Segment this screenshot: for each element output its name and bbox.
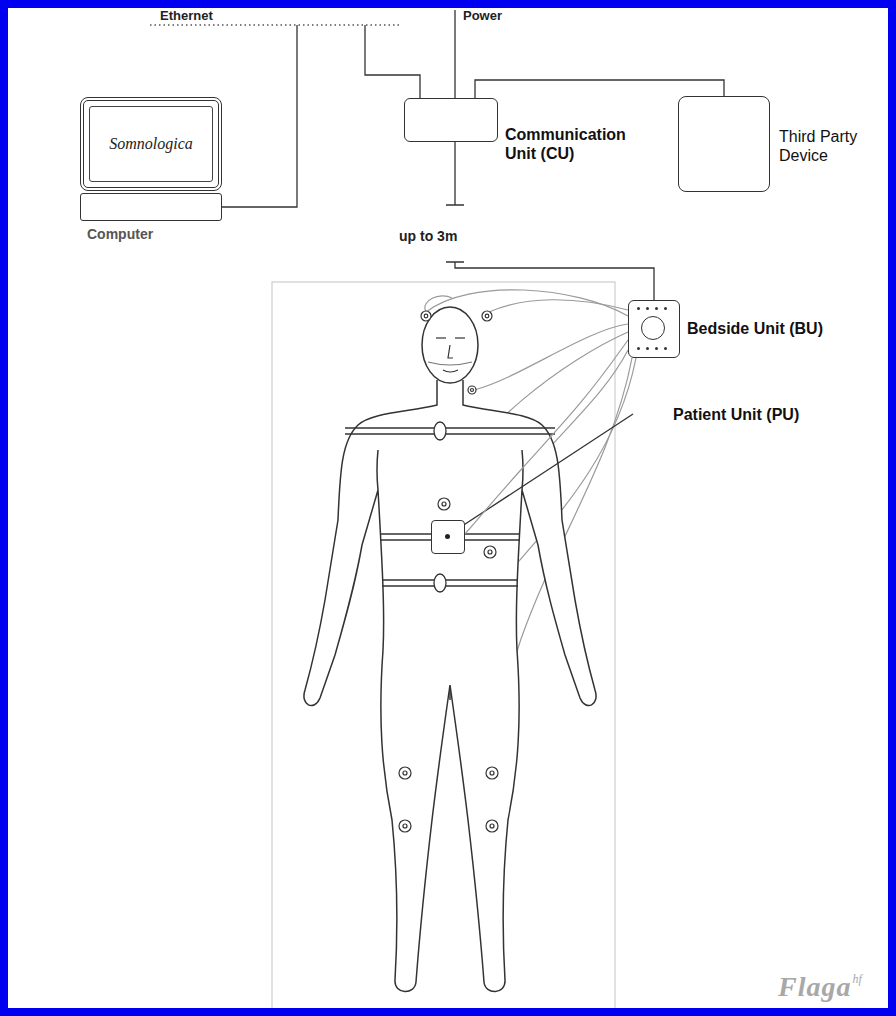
face-details-part <box>436 337 446 338</box>
electrodes-part <box>403 771 407 775</box>
electrodes-part <box>471 389 474 392</box>
connection-cable <box>222 25 420 207</box>
electrodes-part <box>486 820 498 832</box>
effort-belts-part <box>434 574 446 592</box>
communication-unit: Communication Unit (CU) <box>404 98 498 142</box>
node-label: Bedside Unit (BU) <box>687 319 823 338</box>
patient-figure-part <box>449 690 451 700</box>
electrodes-part <box>490 824 494 828</box>
effort-belts-part <box>345 427 555 428</box>
patient-figure <box>304 307 596 992</box>
patient-figure-part <box>422 307 478 383</box>
power-line-part <box>454 10 455 98</box>
electrodes-part <box>424 314 428 318</box>
ethernet-bus-part <box>150 24 400 26</box>
socket-dot <box>655 347 658 350</box>
patient-unit: Patient Unit (PU) <box>431 520 465 554</box>
effort-belts-part <box>434 422 446 440</box>
socket-dot <box>646 307 649 310</box>
length-label: up to 3m <box>396 226 460 247</box>
patient-figure-part <box>304 380 596 992</box>
socket-dot <box>655 307 658 310</box>
face-details-part <box>455 337 465 338</box>
bedside-unit: Bedside Unit (BU) <box>628 300 680 358</box>
electrodes-part <box>399 820 411 832</box>
power-line <box>455 10 456 98</box>
patient-panel-part <box>272 282 615 1010</box>
effort-belts-part <box>382 585 518 586</box>
node-label: Third Party Device <box>779 127 879 165</box>
electrodes-part <box>403 824 407 828</box>
face-details <box>428 338 472 372</box>
leader-line-part <box>453 414 633 532</box>
bus-label: Power <box>463 8 502 24</box>
effort-belts <box>345 422 555 592</box>
socket-dot <box>637 307 640 310</box>
computer-base: Computer <box>80 193 222 221</box>
connection-cable <box>455 142 654 300</box>
dial-symbol <box>641 316 665 340</box>
watermark: hf <box>852 972 861 986</box>
patient-panel <box>272 282 615 1010</box>
electrodes-part <box>485 314 489 318</box>
electrodes <box>399 311 498 832</box>
ethernet-bus <box>150 25 400 26</box>
sensor-cable <box>465 340 628 534</box>
electrodes-part <box>421 311 431 321</box>
electrodes-part <box>486 767 498 779</box>
electrodes-part <box>488 550 492 554</box>
bus-label: Ethernet <box>160 8 213 24</box>
socket-dot <box>664 307 667 310</box>
patient-figure-part <box>522 450 523 490</box>
face-details-part <box>448 345 453 358</box>
electrodes-part <box>399 767 411 779</box>
effort-belts-part <box>345 433 555 434</box>
electrodes-part <box>468 386 476 394</box>
electrodes-part <box>490 771 494 775</box>
face-details-part <box>443 370 458 372</box>
unit-dot <box>445 534 450 539</box>
effort-belts-part <box>382 579 518 580</box>
node-label: Computer <box>87 226 153 243</box>
leader-line <box>453 414 633 532</box>
socket-dot <box>664 347 667 350</box>
node-label: Patient Unit (PU) <box>673 405 799 424</box>
face-details-part <box>428 362 472 365</box>
node-label: Communication Unit (CU) <box>505 125 635 163</box>
patient-figure-part <box>377 450 378 490</box>
socket-dot <box>637 347 640 350</box>
watermark: Flaga <box>778 970 851 1004</box>
electrodes-part <box>482 311 492 321</box>
monitor-box: Somnologica <box>80 97 222 191</box>
third-party-device: Third Party Device <box>678 96 770 192</box>
electrodes-part <box>438 498 450 510</box>
electrodes-part <box>442 502 446 506</box>
electrodes-part <box>484 546 496 558</box>
sensor-wires-part <box>474 324 628 390</box>
node-text: Somnologica <box>109 134 193 153</box>
socket-dot <box>646 347 649 350</box>
